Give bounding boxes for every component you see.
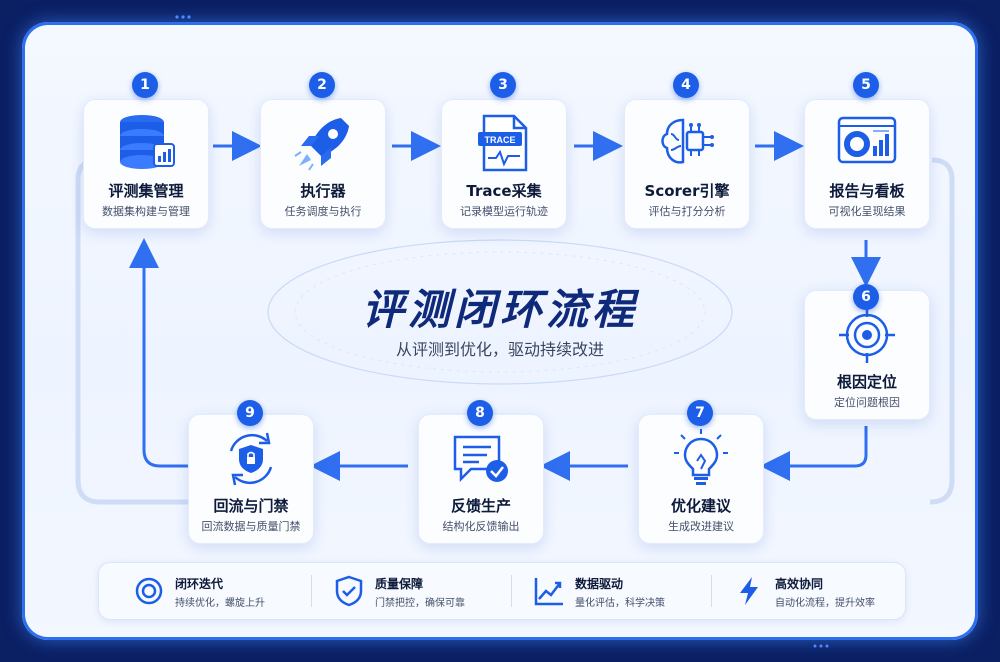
- step-title: 反馈生产: [450, 497, 511, 515]
- feature-title: 高效协同: [775, 577, 824, 591]
- step-subtitle: 定位问题根因: [834, 396, 900, 409]
- rocket-icon: [294, 118, 349, 171]
- lightbulb-icon: [674, 429, 728, 485]
- divider: [511, 575, 512, 607]
- step-subtitle: 评估与打分分析: [648, 205, 726, 218]
- step-title: 根因定位: [836, 373, 897, 391]
- step-number-badge: 5: [853, 72, 879, 98]
- features-bar: 闭环迭代 持续优化，螺旋上升 质量保障 门禁把控，确保可靠 数据驱动 量化评估，…: [98, 562, 906, 620]
- step-title: 评测集管理: [108, 182, 184, 200]
- feature-title: 质量保障: [375, 577, 424, 591]
- trend-chart-icon: [534, 578, 563, 606]
- step-subtitle: 任务调度与执行: [284, 205, 362, 218]
- step-subtitle: 可视化呈现结果: [828, 205, 906, 218]
- feedback-message-icon: [453, 435, 508, 483]
- step-number-badge: 1: [132, 72, 158, 98]
- step-title: 优化建议: [670, 497, 731, 515]
- step-number-badge: 2: [309, 72, 335, 98]
- feature-title: 闭环迭代: [175, 577, 224, 591]
- step-card-dataset[interactable]: 评测集管理 数据集构建与管理: [83, 99, 209, 229]
- lightning-icon: [740, 577, 758, 605]
- step-number-badge: 4: [673, 72, 699, 98]
- feature-data-driven: 数据驱动 量化评估，科学决策: [499, 563, 699, 619]
- feature-subtitle: 持续优化，螺旋上升: [175, 598, 265, 609]
- step-number-badge: 7: [687, 400, 713, 426]
- step-number-badge: 8: [467, 400, 493, 426]
- step-subtitle: 回流数据与质量门禁: [201, 520, 301, 533]
- step-number-badge: 6: [853, 284, 879, 310]
- brain-circuit-icon: [661, 118, 714, 164]
- step-title: Scorer引擎: [644, 182, 730, 200]
- loop-icon: [135, 577, 163, 605]
- feature-subtitle: 自动化流程，提升效率: [775, 598, 875, 609]
- feature-quality: 质量保障 门禁把控，确保可靠: [299, 563, 499, 619]
- step-card-scorer[interactable]: Scorer引擎 评估与打分分析: [624, 99, 750, 229]
- step-subtitle: 记录模型运行轨迹: [460, 205, 548, 218]
- target-icon: [839, 307, 895, 363]
- feature-subtitle: 量化评估，科学决策: [575, 598, 665, 609]
- step-number-badge: 9: [237, 400, 263, 426]
- step-card-gate[interactable]: 回流与门禁 回流数据与质量门禁: [188, 414, 314, 544]
- shield-cycle-icon: [229, 432, 273, 486]
- divider: [311, 575, 312, 607]
- database-icon: [120, 115, 175, 169]
- diagram-title: 评测闭环流程: [361, 285, 638, 334]
- step-title: 执行器: [300, 182, 346, 200]
- shield-check-icon: [335, 575, 363, 607]
- diagram-subtitle: 从评测到优化，驱动持续改进: [395, 340, 604, 359]
- step-card-feedback[interactable]: 反馈生产 结构化反馈输出: [418, 414, 544, 544]
- trace-document-icon: TRACE: [478, 114, 528, 172]
- trace-icon-label: TRACE: [485, 135, 516, 145]
- step-card-root-cause[interactable]: 根因定位 定位问题根因: [804, 290, 930, 420]
- feature-subtitle: 门禁把控，确保可靠: [375, 598, 465, 609]
- step-subtitle: 生成改进建议: [668, 520, 734, 533]
- step-title: 回流与门禁: [213, 497, 289, 515]
- step-card-executor[interactable]: 执行器 任务调度与执行: [260, 99, 386, 229]
- feature-title: 数据驱动: [575, 577, 624, 591]
- dashboard-report-icon: [837, 116, 897, 164]
- step-number-badge: 3: [490, 72, 516, 98]
- step-card-trace[interactable]: TRACE Trace采集 记录模型运行轨迹: [441, 99, 567, 229]
- step-card-optimization[interactable]: 优化建议 生成改进建议: [638, 414, 764, 544]
- step-card-report[interactable]: 报告与看板 可视化呈现结果: [804, 99, 930, 229]
- feature-loop: 闭环迭代 持续优化，螺旋上升: [99, 563, 299, 619]
- step-title: Trace采集: [466, 182, 542, 200]
- step-title: 报告与看板: [829, 182, 905, 200]
- step-subtitle: 数据集构建与管理: [102, 205, 190, 218]
- step-subtitle: 结构化反馈输出: [442, 520, 520, 533]
- feature-efficiency: 高效协同 自动化流程，提升效率: [699, 563, 899, 619]
- divider: [711, 575, 712, 607]
